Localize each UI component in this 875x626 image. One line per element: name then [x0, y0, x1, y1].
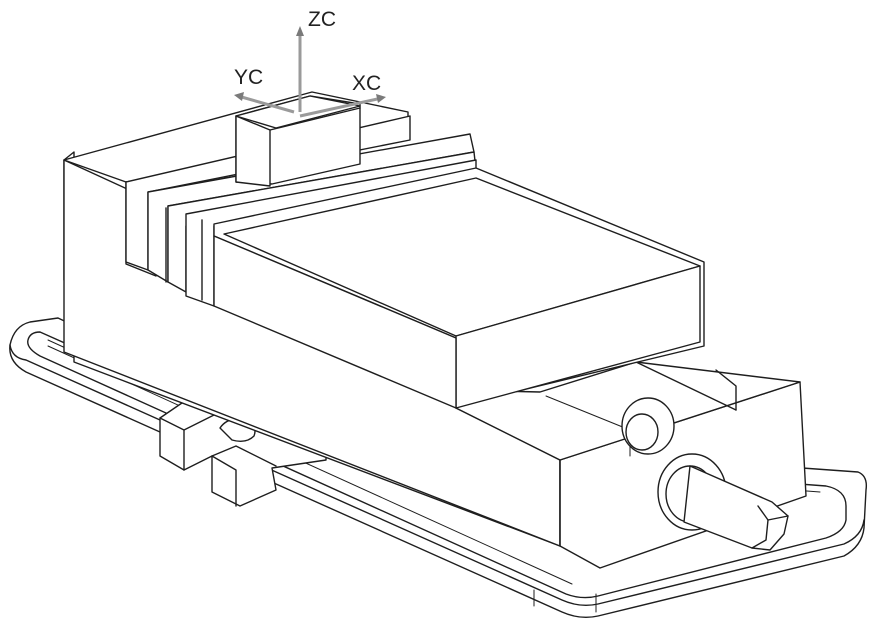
screw-spindle	[621, 397, 789, 551]
zc-label: ZC	[308, 8, 336, 31]
movable-jaw	[213, 167, 705, 409]
workpiece	[235, 95, 361, 187]
yc-axis-arrow	[237, 94, 295, 114]
xc-axis-arrow	[299, 96, 383, 118]
zc-arrowhead	[296, 26, 304, 36]
yc-label: YC	[234, 66, 263, 89]
coordinate-triad: ZC YC XC	[234, 8, 386, 118]
xc-label: XC	[352, 72, 381, 95]
yc-arrowhead	[234, 92, 244, 101]
xc-arrowhead	[376, 94, 386, 103]
